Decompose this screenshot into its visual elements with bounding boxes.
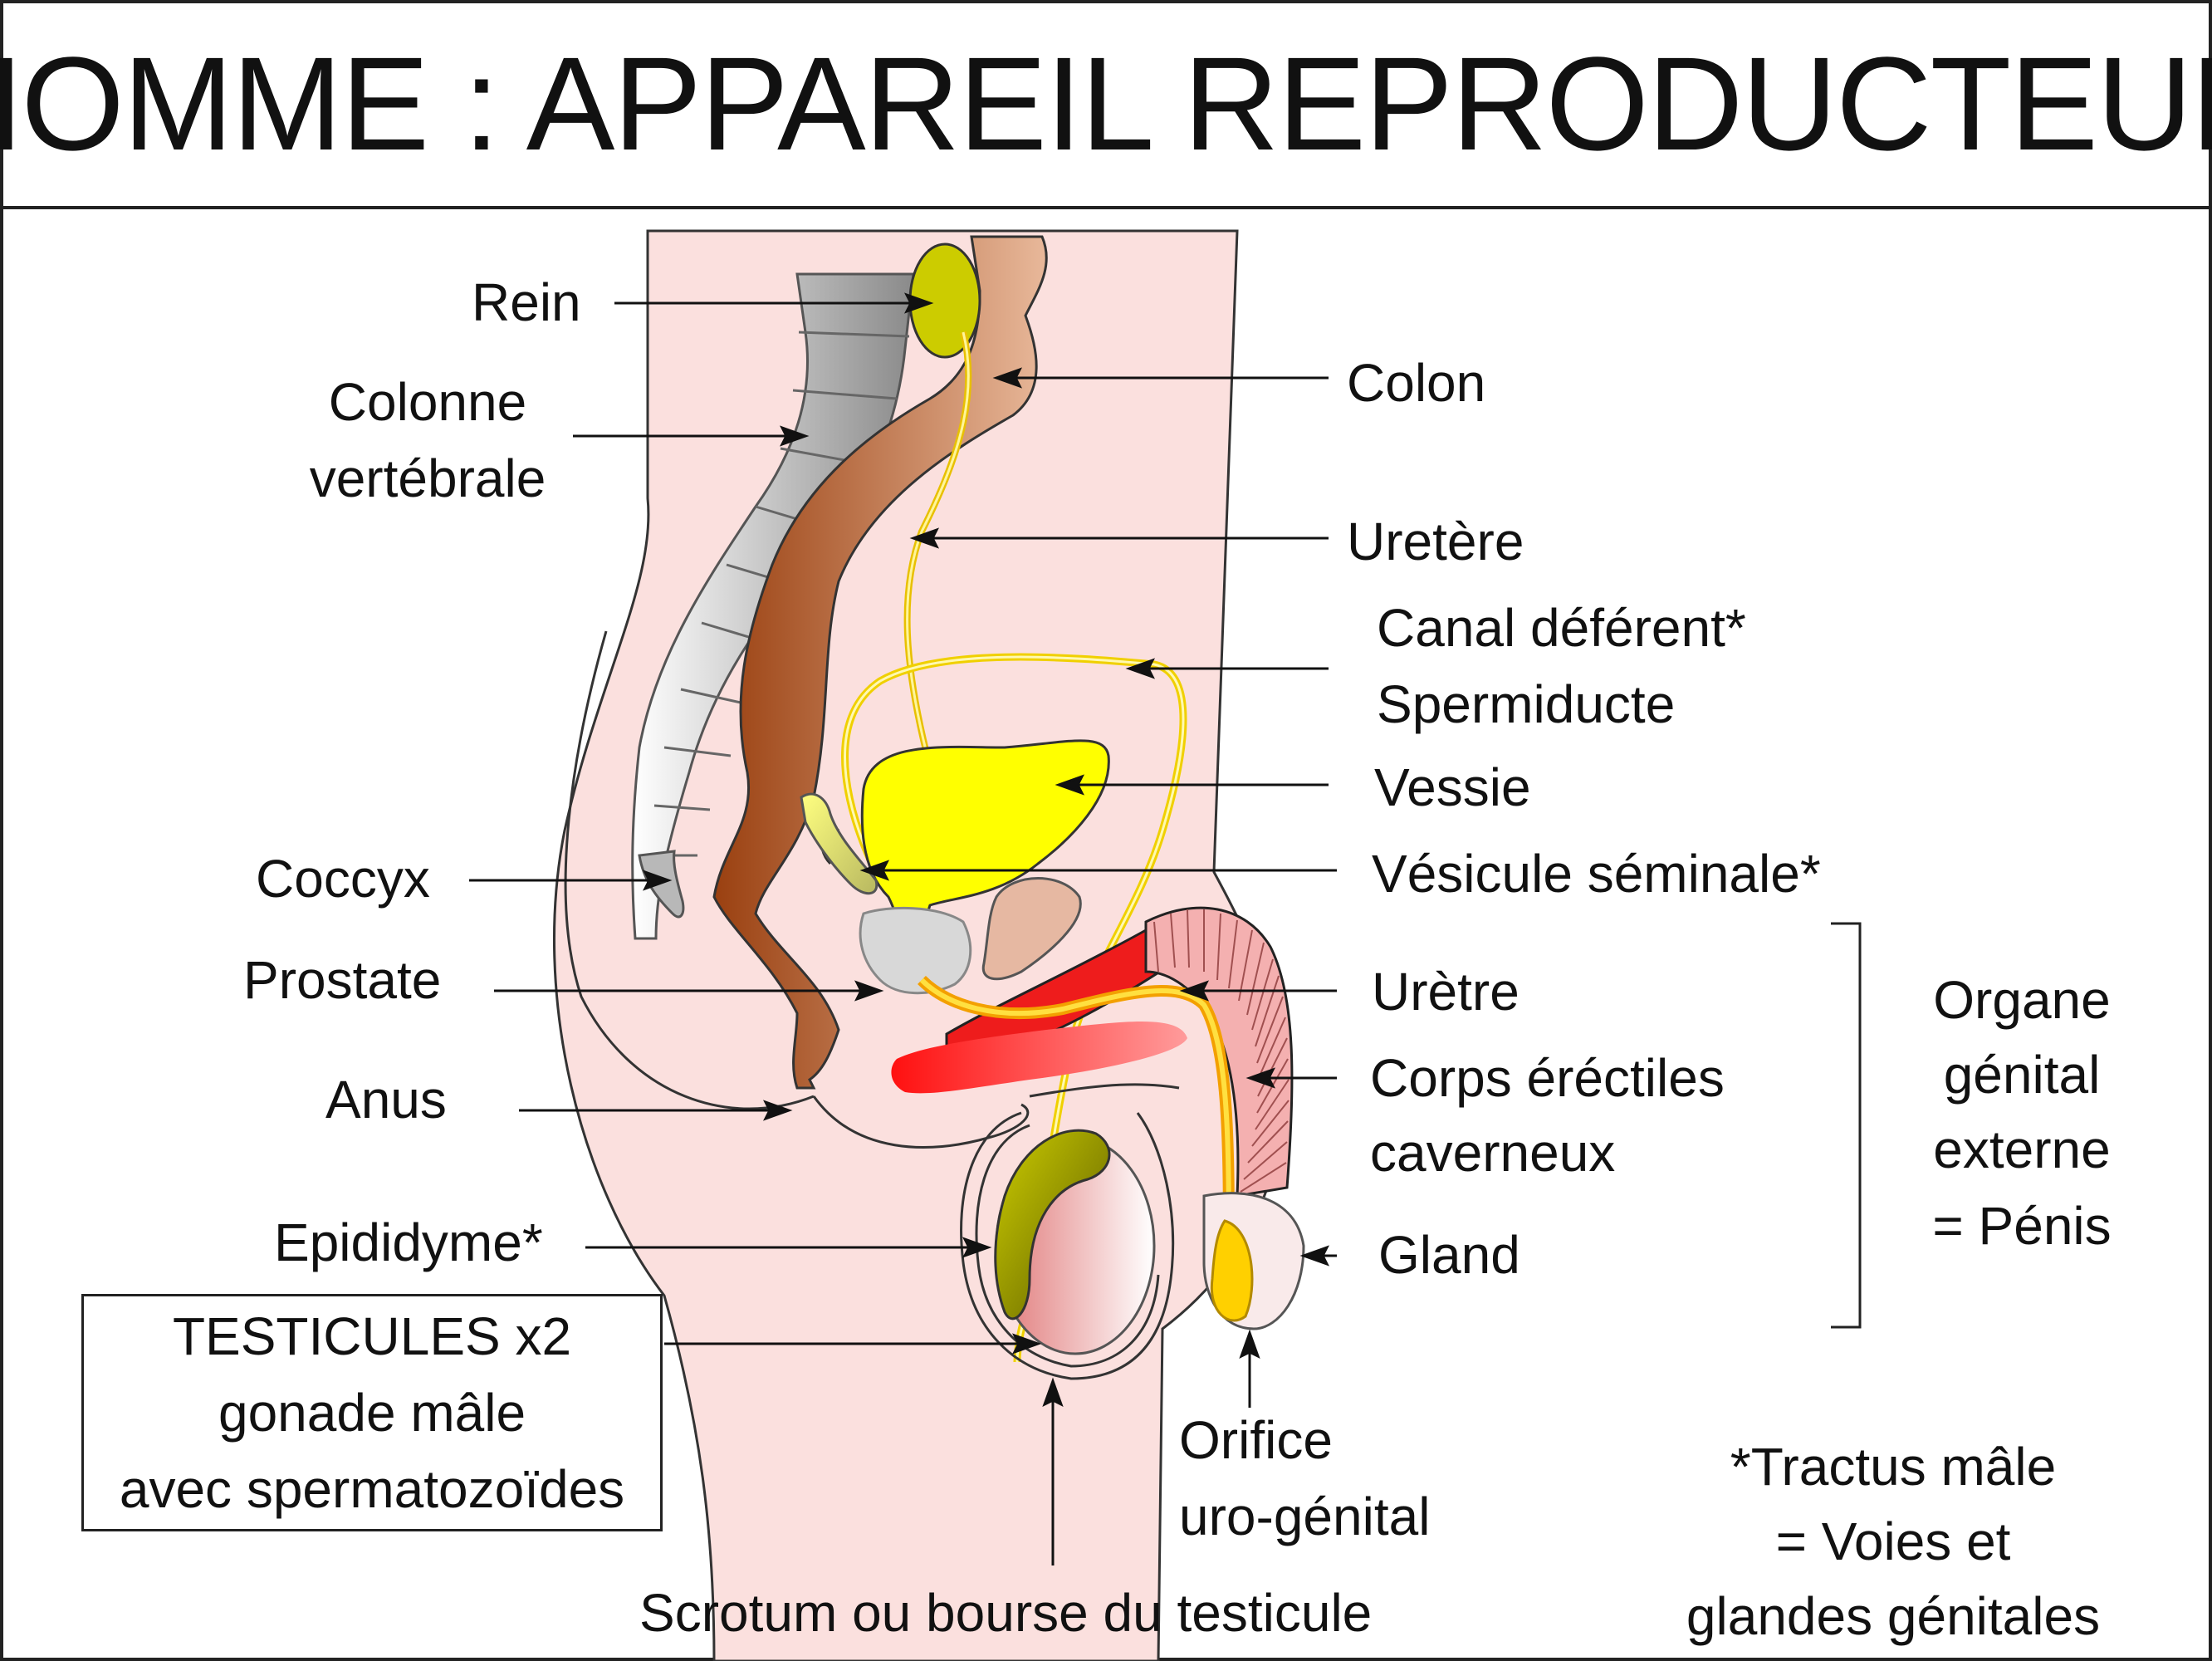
testicules-line2: gonade mâle (218, 1383, 526, 1443)
pubic-line (1029, 1083, 1180, 1098)
leader-lines (469, 292, 1337, 1565)
colon (712, 235, 1048, 1090)
page-title: HOMME : APPAREIL REPRODUCTEUR (0, 29, 2212, 178)
urethra-inner (919, 977, 1231, 1263)
pubic-bone (981, 877, 1082, 981)
label-coccyx: Coccyx (256, 849, 430, 909)
label-gland: Gland (1378, 1225, 1520, 1285)
label-corps-line1: Corps éréctiles (1370, 1048, 1725, 1108)
seminal-vesicle (800, 792, 878, 895)
label-prostate: Prostate (243, 950, 442, 1010)
label-organe-line1: Organe (1933, 970, 2111, 1030)
label-organe-line2: génital (1943, 1045, 2101, 1105)
label-vessie: Vessie (1374, 757, 1531, 817)
prostate (859, 906, 972, 995)
label-rein: Rein (472, 272, 581, 332)
epididymis (994, 1129, 1111, 1320)
corpus-cavernosum (891, 1022, 1187, 1094)
scrotum-outer (960, 1111, 1175, 1380)
testicules-line1: TESTICULES x2 (172, 1306, 572, 1366)
label-orifice-line2: uro-génital (1179, 1487, 1431, 1546)
label-scrotum: Scrotum ou bourse du testicule (639, 1583, 1373, 1643)
scrotum-inner (975, 1124, 1160, 1368)
label-organe-line3: externe (1933, 1120, 2111, 1179)
ureter-inner (906, 331, 970, 798)
label-vesicule: Vésicule séminale* (1372, 844, 1821, 904)
testicules-line3: avec spermatozoïdes (119, 1459, 625, 1519)
genital-bracket (1831, 922, 1862, 1329)
label-colonne-line1: Colonne (328, 372, 527, 432)
label-colonne-line2: vertébrale (309, 448, 546, 508)
label-corps-line2: caverneux (1370, 1123, 1616, 1183)
testicules-box: TESTICULES x2 gonade mâle avec spermatoz… (81, 1294, 663, 1531)
label-organe-line4: = Pénis (1932, 1196, 2112, 1256)
label-tractus-line1: *Tractus mâle (1730, 1437, 2057, 1497)
label-uretre: Urètre (1372, 962, 1520, 1022)
label-orifice-line1: Orifice (1179, 1410, 1333, 1470)
label-tractus-line2: = Voies et (1775, 1512, 2011, 1571)
buttock-line (564, 630, 815, 1110)
penis-striation (1153, 909, 1290, 1193)
label-uretere: Uretère (1347, 512, 1524, 571)
perineum-line (812, 1095, 1030, 1149)
label-tractus-line3: glandes génitales (1686, 1586, 2101, 1646)
label-canal-line1: Canal déférent* (1377, 598, 1746, 658)
glans-tip (1210, 1219, 1254, 1322)
label-epididyme: Epididyme* (274, 1213, 543, 1272)
label-canal-line2: Spermiducte (1377, 674, 1676, 734)
label-anus: Anus (325, 1070, 447, 1129)
label-colon: Colon (1347, 353, 1486, 413)
